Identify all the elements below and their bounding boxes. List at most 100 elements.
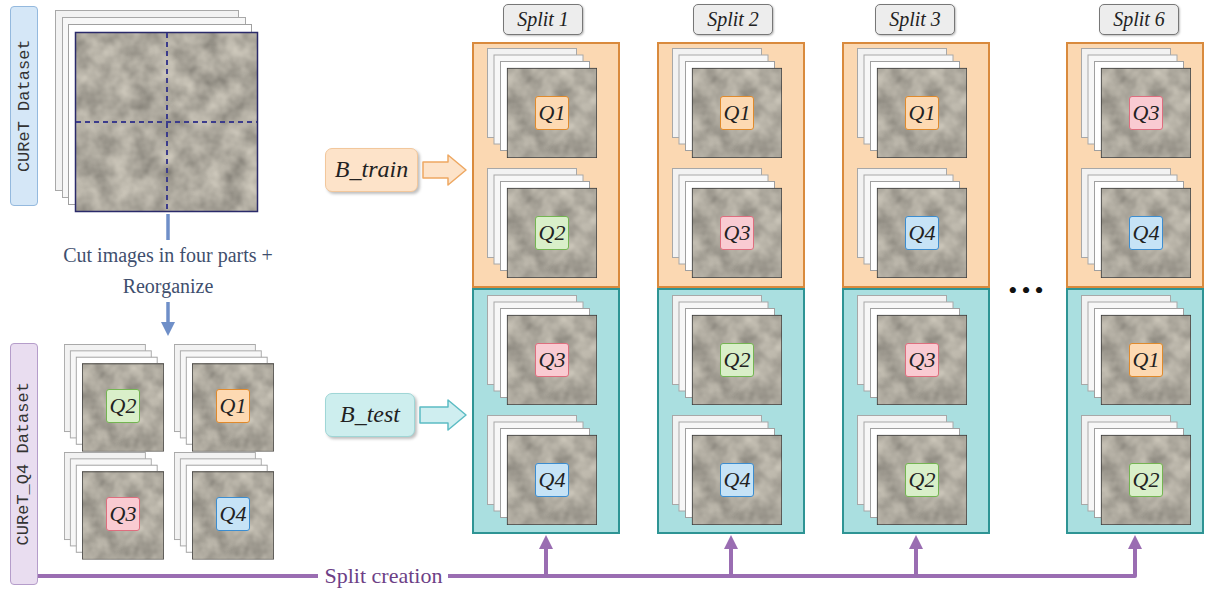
flow-line <box>38 549 916 576</box>
test-panel: Q2Q4 <box>657 288 805 534</box>
quarter-tag: Q1 <box>905 96 940 130</box>
texture-stack <box>1082 49 1192 159</box>
node-text: Q4 <box>909 220 936 245</box>
quarter-tag: Q3 <box>1129 96 1164 130</box>
train-panel: Q1Q4 <box>842 42 990 288</box>
quarter-tag: Q1 <box>216 389 251 423</box>
train-panel: Q1Q2 <box>472 42 620 288</box>
quarter-tag: Q1 <box>720 96 755 130</box>
quarter-tag: Q3 <box>720 216 755 250</box>
node-text: Q2 <box>724 347 751 372</box>
train-ground <box>472 42 620 288</box>
set-tag: B_train <box>325 148 418 192</box>
flow-line <box>38 549 546 576</box>
test-panel: Q3Q2 <box>842 288 990 534</box>
texture-stack <box>488 49 598 159</box>
dataset-tag: CUReT Dataset <box>10 6 38 206</box>
block-arrow <box>423 155 466 185</box>
texture-stack <box>488 296 598 406</box>
label-holder: Cut images in four parts + Reorganize <box>53 240 283 302</box>
node-text: Q4 <box>1133 220 1160 245</box>
texture-stack <box>858 416 968 526</box>
node-text: Q2 <box>909 467 936 492</box>
label-holder: Split creation <box>318 563 448 588</box>
quarter-tag: Q4 <box>905 216 940 250</box>
test-ground <box>1066 288 1204 534</box>
node-text: Q2 <box>1133 467 1160 492</box>
quarter-tag: Q4 <box>1129 216 1164 250</box>
train-ground <box>1066 42 1204 288</box>
texture-stack <box>174 452 274 559</box>
quarter-tag: Q2 <box>106 389 141 423</box>
node-text: Q3 <box>724 220 751 245</box>
quarter-tag: Q4 <box>216 497 251 531</box>
node-text: Q2 <box>110 393 137 418</box>
texture-stack <box>673 49 783 159</box>
edge-label: Split creation <box>318 563 448 588</box>
train-ground <box>842 42 990 288</box>
texture-stack <box>488 169 598 279</box>
node-text: Q1 <box>539 100 566 125</box>
node-text: Q1 <box>220 393 247 418</box>
train-panel: Q1Q3 <box>657 42 805 288</box>
texture-stack <box>673 169 783 279</box>
texture-stack <box>858 296 968 406</box>
ellipsis-mark: ••• <box>1008 278 1047 304</box>
texture-stack <box>1082 296 1192 406</box>
node-text: Q1 <box>724 100 751 125</box>
label-holder: ••• <box>1008 278 1047 304</box>
texture-stack <box>488 416 598 526</box>
split-header: Split 6 <box>1099 4 1179 35</box>
quarter-tag: Q4 <box>535 463 570 497</box>
quarter-tag: Q2 <box>535 216 570 250</box>
step-note: Cut images in four parts + Reorganize <box>53 240 283 302</box>
quarter-tag: Q1 <box>1129 343 1164 377</box>
texture-stack <box>174 344 274 451</box>
node-text: Split 6 <box>1113 8 1165 31</box>
node-text: Q4 <box>220 501 247 526</box>
test-panel: Q1Q2 <box>1066 288 1204 534</box>
texture-stack <box>56 11 259 213</box>
node-text: Split 1 <box>517 8 569 31</box>
node-text: Q1 <box>909 100 936 125</box>
texture-stack <box>1082 169 1192 279</box>
node-text: Q3 <box>1133 100 1160 125</box>
node-text: Q3 <box>110 501 137 526</box>
quarter-tag: Q3 <box>905 343 940 377</box>
texture-stack <box>673 416 783 526</box>
test-panel: Q3Q4 <box>472 288 620 534</box>
node-text: Split 2 <box>707 8 759 31</box>
node-text: B_test <box>340 401 400 429</box>
quarter-tag: Q1 <box>535 96 570 130</box>
quarter-tag: Q3 <box>106 497 141 531</box>
train-panel: Q3Q4 <box>1066 42 1204 288</box>
test-ground <box>842 288 990 534</box>
texture-stack <box>64 344 164 451</box>
train-ground <box>657 42 805 288</box>
split-header: Split 3 <box>875 4 955 35</box>
test-ground <box>657 288 805 534</box>
texture-stack <box>64 452 164 559</box>
quarter-tag: Q2 <box>720 343 755 377</box>
node-text: Q4 <box>724 467 751 492</box>
split-header: Split 1 <box>503 4 583 35</box>
texture-stack <box>673 296 783 406</box>
node-text: Split 3 <box>889 8 941 31</box>
node-text: B_train <box>335 156 408 184</box>
quarter-tag: Q4 <box>720 463 755 497</box>
node-text: Q4 <box>539 467 566 492</box>
quarter-tag: Q2 <box>905 463 940 497</box>
texture-stack <box>858 49 968 159</box>
node-text: Q3 <box>909 347 936 372</box>
node-text: Q1 <box>1133 347 1160 372</box>
quarter-tag: Q2 <box>1129 463 1164 497</box>
texture-stack <box>1082 416 1192 526</box>
node-text: CUReT_Q4 Dataset <box>14 382 34 545</box>
node-text: Q2 <box>539 220 566 245</box>
split-header: Split 2 <box>693 4 773 35</box>
dataset-tag: CUReT_Q4 Dataset <box>10 343 38 585</box>
texture-stack <box>858 169 968 279</box>
test-ground <box>472 288 620 534</box>
flow-line <box>38 549 1135 576</box>
